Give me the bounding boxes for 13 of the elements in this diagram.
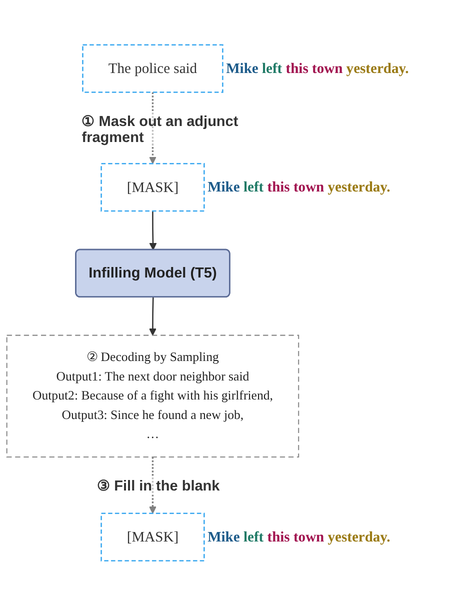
sentence-text: Mike left this town yesterday. bbox=[208, 528, 390, 547]
edge-label: ① Mask out an adjunct fragment bbox=[82, 114, 238, 146]
arrow bbox=[148, 92, 156, 164]
edge-label: ③ Fill in the blank bbox=[97, 478, 220, 495]
sentence-text: Mike left this town yesterday. bbox=[226, 59, 409, 78]
node-box: The police said bbox=[82, 44, 224, 94]
node-box: [MASK] bbox=[100, 163, 205, 212]
arrow bbox=[148, 297, 156, 336]
node-box: [MASK] bbox=[100, 512, 205, 562]
sentence-text: Mike left this town yesterday. bbox=[208, 178, 390, 198]
arrow bbox=[149, 211, 157, 250]
arrow bbox=[148, 457, 156, 514]
node-box: ② Decoding by Sampling Output1: The next door neighbor said Output2: Because of a fight with his girlfriend, Output3: Since he found a new job, … bbox=[6, 334, 300, 458]
